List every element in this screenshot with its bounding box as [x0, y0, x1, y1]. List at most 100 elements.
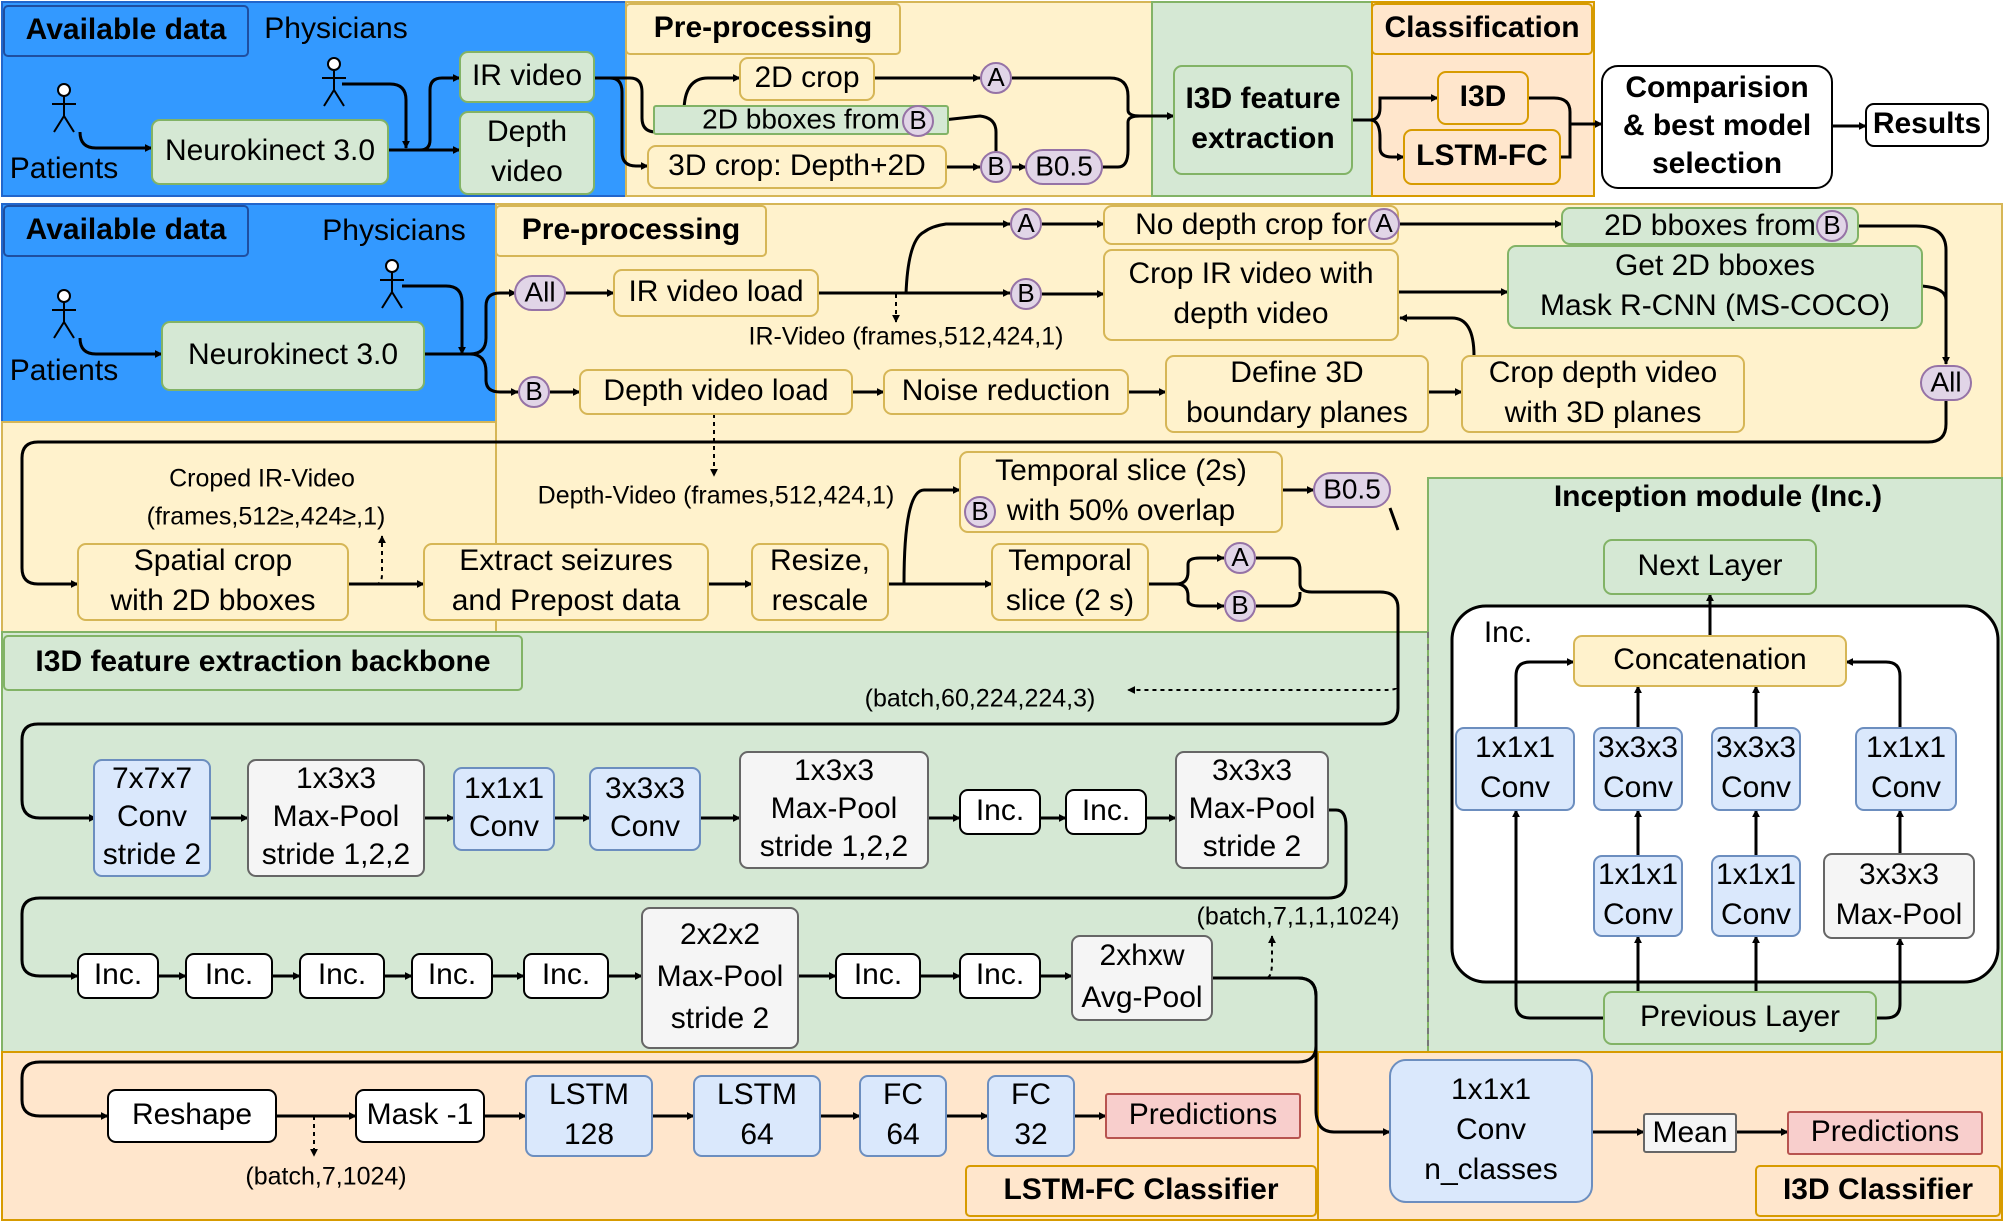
backbone-row2-block-1-text: Inc.: [205, 958, 253, 991]
backbone-title: I3D feature extraction backbone: [3, 635, 523, 691]
top-2d-crop-box-text: 2D crop: [754, 61, 859, 94]
lstm-classifier-block-1-text: 64: [740, 1118, 773, 1151]
temporal-overlap-box-shape: [959, 451, 1283, 533]
inception-inc-label: Inc.: [1484, 616, 1532, 649]
inception-bottom-block-1-shape: [1711, 855, 1801, 937]
inception-top-block-1-text: Conv: [1603, 771, 1673, 804]
top-ir-video-box-shape: [459, 51, 595, 103]
top-comparison-box-text: Comparision: [1625, 71, 1808, 104]
backbone-input-shape: (batch,60,224,224,3): [865, 685, 1096, 713]
concatenation-box-shape: [1573, 635, 1847, 687]
backbone-row2-block-7-text: Inc.: [976, 958, 1024, 991]
backbone-row1-block-7-shape: [1175, 751, 1329, 869]
arrow: [1352, 118, 1405, 161]
define-3d-box-text: boundary planes: [1186, 396, 1408, 429]
top-comparison-box-text: selection: [1652, 147, 1782, 180]
top-results-box-text: Results: [1873, 107, 1981, 140]
backbone-row1-block-0-text: 7x7x7: [112, 762, 192, 795]
top-comparison-box-text: & best model: [1623, 109, 1811, 142]
backbone-row1-block-6-text: Inc.: [1082, 794, 1130, 827]
arrow: [594, 76, 657, 134]
arrow: [342, 82, 410, 149]
pill-label: B0.5: [1035, 150, 1093, 181]
no-depth-crop-box-text: No depth crop for: [1135, 208, 1367, 241]
next-layer-box-shape: [1603, 539, 1817, 595]
backbone-output-shape: (batch,7,1,1,1024): [1197, 903, 1400, 931]
connector-b-overlap: B: [964, 496, 996, 528]
arrow: [933, 114, 998, 152]
backbone-row2-block-3-text: Inc.: [428, 958, 476, 991]
lstm-classifier-block-0-text: LSTM: [549, 1078, 629, 1111]
circle-label: B: [1231, 590, 1248, 620]
define-3d-box-shape: [1165, 355, 1429, 433]
ir-video-load-box-shape: [613, 269, 819, 317]
inception-bottom-block-1-text: 1x1x1: [1716, 858, 1796, 891]
top-results-box: Results: [1865, 103, 1989, 147]
depth-video-load-box-shape: [579, 369, 853, 415]
previous-layer-box: Previous Layer: [1603, 991, 1877, 1045]
pill-shape: [1025, 149, 1103, 185]
top-available-data-title-shape: [3, 5, 249, 57]
preprocessing-title: Pre-processing: [495, 205, 767, 257]
inception-top-block-1-shape: [1593, 727, 1683, 811]
crop-ir-with-depth-box-text: depth video: [1173, 297, 1328, 330]
inception-top-block-0-text: 1x1x1: [1475, 731, 1555, 764]
connector-b05: B0.5: [1313, 472, 1391, 508]
circle-label: B: [1823, 210, 1840, 240]
inception-bottom-block-0-text: 1x1x1: [1598, 858, 1678, 891]
top-lstm-fc-box-text: LSTM-FC: [1416, 139, 1548, 172]
resize-box-text: Resize,: [770, 544, 870, 577]
top-preprocessing-title-shape: [625, 3, 901, 55]
top-i3d-feature-box-text: I3D feature: [1185, 82, 1340, 115]
arrow: [1256, 556, 1313, 594]
arrow: [388, 74, 461, 152]
circle-shape: [1010, 278, 1042, 310]
person-head: [57, 289, 71, 303]
temporal-overlap-box-text: Temporal slice (2s): [995, 454, 1247, 487]
inception-top-block-0-text: Conv: [1480, 771, 1550, 804]
temporal-overlap-box-text: with 50% overlap: [1006, 494, 1235, 527]
arrow: [20, 808, 1348, 980]
depth-video-load-box: Depth video load: [579, 369, 853, 415]
inception-top-block-3-text: Conv: [1871, 771, 1941, 804]
connector-b-ir: B: [1010, 278, 1042, 310]
circle-label: B: [1017, 278, 1034, 308]
backbone-row2-block-8-text: Avg-Pool: [1081, 981, 1202, 1014]
person-head: [327, 57, 341, 71]
circle-shape: [1816, 210, 1848, 242]
resize-box: Resize,rescale: [751, 543, 889, 621]
i3d-predictions-box-text: Predictions: [1811, 1115, 1959, 1148]
circle-label: B: [909, 105, 926, 135]
top-patients-label: Patients: [10, 152, 118, 185]
noise-reduction-box: Noise reduction: [883, 369, 1129, 415]
i3d-classifier-conv-box-text: 1x1x1: [1451, 1073, 1531, 1106]
backbone-row2-block-6-shape: [835, 953, 921, 999]
bboxes-from-box-shape: [1561, 207, 1859, 245]
arrow: [1528, 96, 1603, 128]
croped-ir-label: Croped IR-Video: [169, 465, 355, 493]
reshape-box-text: Reshape: [132, 1098, 252, 1131]
top-connector-a: A: [980, 62, 1012, 94]
patients-icon: [52, 289, 76, 339]
backbone-row1-block-6: Inc.: [1065, 789, 1147, 835]
arrow: [1876, 937, 1904, 1020]
top-connector-b05: B0.5: [1025, 149, 1103, 185]
temporal-slice-box-text: Temporal: [1008, 544, 1131, 577]
backbone-row2-block-0-text: Inc.: [94, 958, 142, 991]
temporal-overlap-box: Temporal slice (2s) with 50% overlap: [959, 451, 1283, 533]
crop-depth-3d-box-text: Crop depth video: [1489, 356, 1718, 389]
mask-box-shape: [355, 1089, 485, 1143]
inception-top-block-2-shape: [1711, 727, 1801, 811]
neurokinect-box-shape: [161, 321, 425, 391]
arrow: [1560, 124, 1572, 159]
